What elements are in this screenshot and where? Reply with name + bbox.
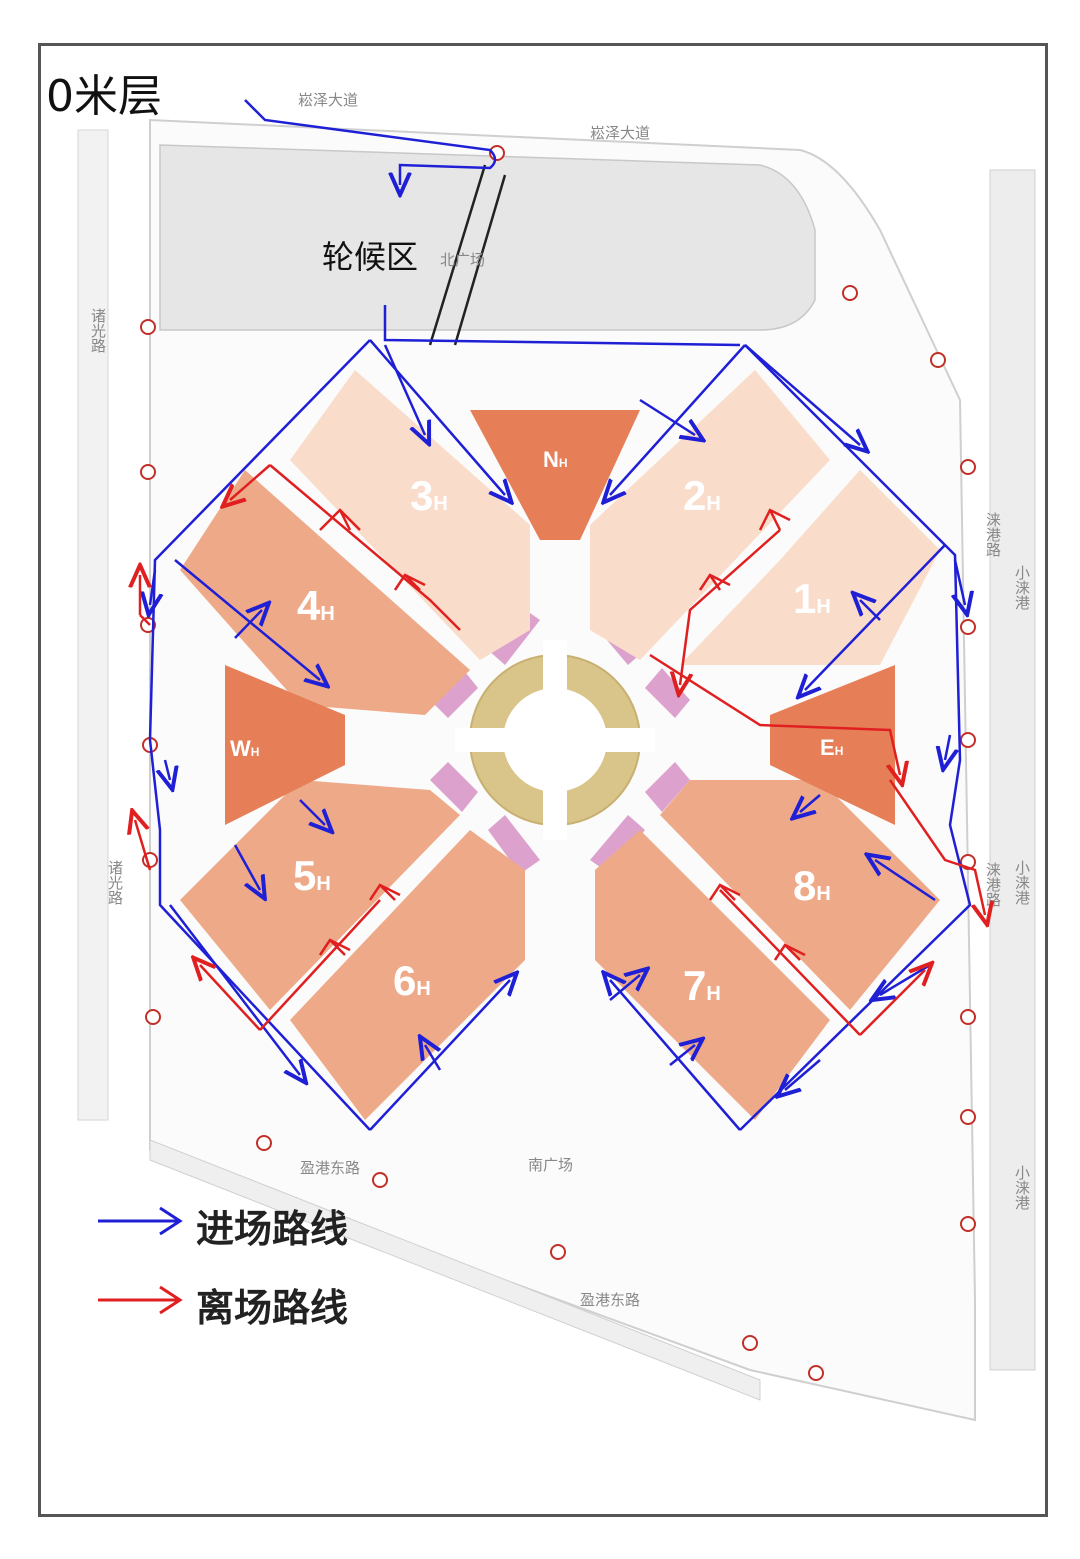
legend-icons — [98, 1206, 183, 1315]
hall-5 — [180, 780, 460, 1010]
road-label-east-far-2: 小涞港 — [1013, 860, 1031, 905]
legend-entry-label: 进场路线 — [196, 1207, 349, 1251]
hall-E — [770, 665, 895, 825]
hall-label-6: 6H — [393, 957, 431, 1004]
hall-label-3: 3H — [410, 472, 448, 519]
legend-exit-label: 离场路线 — [196, 1286, 349, 1330]
hall-label-N: NH — [543, 447, 568, 472]
legend-exit: 离场路线 — [92, 1277, 348, 1332]
entry-route-legend-arrow — [98, 1206, 183, 1236]
exit-routes — [135, 464, 985, 1036]
hall-label-E: EH — [820, 735, 843, 760]
hall-labels: 3H 2H 1H 4H 5H 6H 7H 8H NH WH EH — [230, 447, 843, 1009]
central-plaza — [430, 606, 690, 874]
road-label-east-far: 小涞港 — [1013, 565, 1031, 610]
halls — [180, 370, 940, 1120]
exit-route-legend-arrow — [98, 1285, 183, 1315]
road-label-west: 诸光路 — [89, 308, 107, 353]
road-label-south-2: 盈港东路 — [580, 1291, 640, 1309]
road-label-east: 涞港路 — [984, 512, 1002, 557]
hall-3 — [290, 370, 530, 660]
road-label-south: 盈港东路 — [300, 1159, 360, 1177]
hall-7 — [595, 830, 830, 1120]
hall-label-1: 1H — [793, 575, 831, 622]
hall-4 — [180, 470, 470, 715]
hall-label-5: 5H — [293, 852, 331, 899]
legend-entry: 进场路线 — [92, 1198, 348, 1253]
hall-label-2: 2H — [683, 472, 721, 519]
hall-8 — [660, 780, 940, 1010]
hall-label-7: 7H — [683, 962, 721, 1009]
road-label-north-top: 崧泽大道 — [298, 91, 358, 109]
hall-N — [470, 410, 640, 540]
road-label-east-2: 涞港路 — [984, 862, 1002, 907]
road-label-north-plaza: 北广场 — [440, 251, 485, 269]
map-title: 0米层 — [46, 71, 162, 122]
entry-routes — [150, 99, 970, 1131]
road-label-east-far-3: 小涞港 — [1013, 1165, 1031, 1210]
hall-2 — [590, 370, 830, 660]
hall-6 — [290, 830, 525, 1120]
road-labels: 崧泽大道 崧泽大道 北广场 诸光路 诸光路 涞港路 涞港路 小涞港 小涞港 小涞… — [89, 91, 1031, 1309]
road-label-north-top-2: 崧泽大道 — [590, 124, 650, 142]
hall-label-W: WH — [230, 736, 259, 761]
road-label-west-2: 诸光路 — [106, 860, 124, 905]
waiting-zone-label: 轮候区 — [322, 238, 419, 276]
hall-label-8: 8H — [793, 862, 831, 909]
hall-label-4: 4H — [297, 582, 335, 629]
hall-W — [225, 665, 345, 825]
road-label-south-plaza: 南广场 — [528, 1156, 573, 1174]
